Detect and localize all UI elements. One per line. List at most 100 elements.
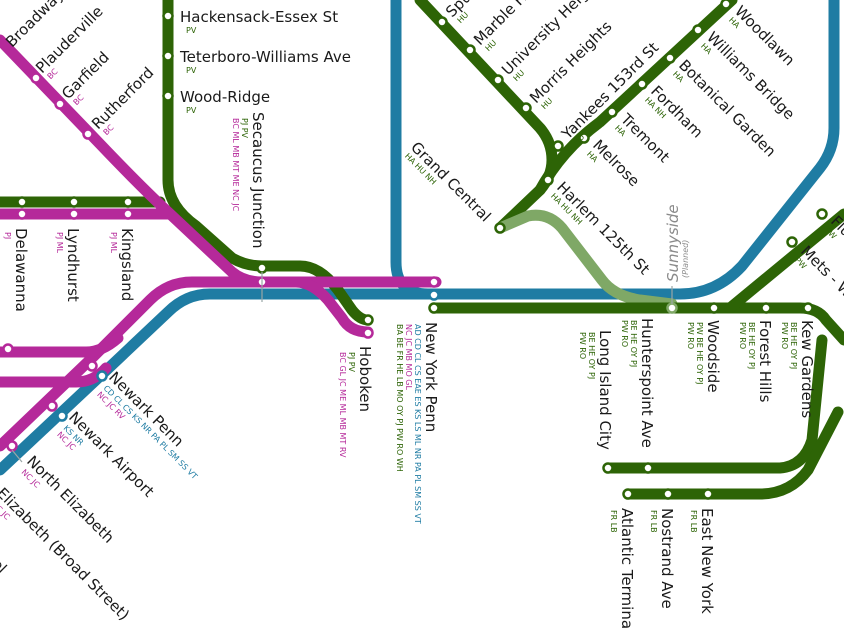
station-dot-newark-airport[interactable] [46,400,58,412]
station-dot-kingsland[interactable] [122,196,134,208]
station-dot-lyndhurst[interactable] [68,196,80,208]
station-dot-kingsland-b[interactable] [122,208,134,220]
station-dot-grand-central[interactable] [494,222,506,234]
svg-text:PV: PV [186,26,197,35]
magenta-hoboken-spur [290,276,374,338]
label-hoboken: Hoboken PJ PV BC GL JC ME ML MB MT RV [338,346,374,458]
label-nypenn: New York Penn AD CD CL CS EAE ES KS LS M… [395,322,440,524]
station-dot-spuyten[interactable] [436,16,448,28]
svg-text:NC JC MB MO GL: NC JC MB MO GL [404,324,413,390]
label-woodside: Woodside PW BE HE OY PJ PW RO [686,320,722,393]
label-grand-central: Grand Central HA HU NH [403,138,495,225]
north-elizabeth-tick [11,449,23,463]
station-dot-woodridge[interactable] [162,90,174,102]
station-dot-hunterspoint[interactable] [642,462,654,474]
station-dot-nypenn-green[interactable] [428,302,440,314]
station-dot-west-branch[interactable] [2,343,14,355]
svg-text:BE HE OY PJ: BE HE OY PJ [789,322,798,369]
station-dot-kew-gardens[interactable] [802,302,814,314]
svg-text:PJ ML: PJ ML [109,232,118,254]
station-dot-lyndhurst-b[interactable] [68,208,80,220]
label-newark-penn: Newark Penn CD CL CS KS NR PA PL SM SS V… [95,368,199,481]
station-dot-flushing[interactable] [816,208,828,220]
station-dot-mets[interactable] [786,236,798,248]
svg-text:Tremont: Tremont [616,109,673,166]
svg-text:Hunterspoint Ave: Hunterspoint Ave [638,318,656,448]
label-east-ny: East New York FR LB [689,508,716,614]
svg-text:Lyndhurst: Lyndhurst [64,228,82,302]
station-dot-garfield[interactable] [54,98,66,110]
station-dot-hackensack[interactable] [162,10,174,22]
svg-text:BE HE OY PJ: BE HE OY PJ [587,332,596,379]
svg-text:Melrose: Melrose [589,136,643,190]
station-dot-woodside[interactable] [708,302,720,314]
svg-text:PW RO: PW RO [686,322,695,349]
label-delawanna: Delawanna PJ [3,228,30,312]
label-teterboro: Teterboro-Williams Ave PV [179,48,351,75]
green-atlantic-branch [602,334,828,474]
station-dot-secaucus[interactable] [256,262,268,274]
station-dot-plauderville[interactable] [30,72,42,84]
station-dot-woodlawn[interactable] [720,0,732,10]
station-dot-hoboken[interactable] [362,314,374,326]
station-dot-newark-penn-b[interactable] [96,370,108,382]
station-dot-tremont[interactable] [606,106,618,118]
station-dot-marble-hill[interactable] [464,44,476,56]
label-tunnel: Tunnel [0,529,10,577]
svg-text:PW RO: PW RO [620,320,629,347]
svg-text:Long Island City: Long Island City [596,330,614,450]
station-dot-university-heights[interactable] [492,74,504,86]
station-dot-melrose[interactable] [578,132,590,144]
svg-text:PJ PV: PJ PV [347,352,356,373]
label-atlantic: Atlantic Terminal FR LB [609,508,636,630]
svg-text:PJ ML: PJ ML [55,232,64,254]
station-dot-botanical-garden[interactable] [664,52,676,64]
svg-text:Hoboken: Hoboken [356,346,374,412]
svg-text:Delawanna: Delawanna [12,228,30,312]
station-dot-nostrand[interactable] [662,488,674,500]
station-dot-teterboro[interactable] [162,50,174,62]
label-north-elizabeth: North Elizabeth NC JC [20,452,118,547]
label-long-island-city: Long Island City BE HE OY PJ PW RO [578,330,614,450]
green-main-line [428,302,844,346]
tick-layer [11,272,673,463]
station-dot-fordham[interactable] [636,78,648,90]
svg-text:(Planned): (Planned) [681,240,690,278]
station-dot-delawanna-b[interactable] [16,208,28,220]
svg-text:PJ: PJ [3,232,12,239]
svg-text:AD CD CL CS EAE ES KS LS ML NR: AD CD CL CS EAE ES KS LS ML NR PA PL SM … [413,324,422,524]
svg-text:Forest Hills: Forest Hills [756,320,774,403]
station-dot-morris-heights[interactable] [520,102,532,114]
station-dot-delawanna[interactable] [16,196,28,208]
station-dot-forest-hills[interactable] [760,302,772,314]
station-dot-harlem125[interactable] [542,174,554,186]
station-dot-north-elizabeth[interactable] [6,440,18,452]
station-dot-newark-airport-b[interactable] [56,410,68,422]
station-dot-nypenn-magenta[interactable] [428,276,440,288]
station-dot-long-island-city[interactable] [602,462,614,474]
label-rutherford: Rutherford BC [88,64,157,137]
svg-text:FR LB: FR LB [609,510,618,533]
svg-text:BA BE FR HE LB MO OY PJ PW RO: BA BE FR HE LB MO OY PJ PW RO WH [395,324,404,472]
label-kingsland: Kingsland PJ ML [109,228,136,301]
station-dot-williams-bridge[interactable] [692,24,704,36]
label-forest-hills: Forest Hills BE HE OY PJ PW RO [738,320,774,403]
station-dot-sunnyside[interactable] [666,302,678,314]
station-dot-atlantic[interactable] [622,488,634,500]
magenta-southwest [0,276,268,452]
label-hackensack: Hackensack-Essex St PV [180,8,338,35]
svg-text:New York Penn: New York Penn [422,322,440,432]
svg-text:Tunnel: Tunnel [0,529,10,577]
station-dot-nypenn-blue[interactable] [428,289,440,301]
station-dot-east-ny[interactable] [702,488,714,500]
green-atlantic-branch-2 [622,406,844,500]
label-melrose: Melrose HA [585,136,643,190]
station-dot-newark-penn[interactable] [86,360,98,372]
station-dot-yankees[interactable] [552,140,564,152]
station-dot-rutherford[interactable] [82,128,94,140]
svg-text:BC GL JC ME ML MB MT RV: BC GL JC ME ML MB MT RV [338,352,347,458]
station-dot-hoboken-b[interactable] [362,327,374,339]
svg-text:PV: PV [186,106,197,115]
